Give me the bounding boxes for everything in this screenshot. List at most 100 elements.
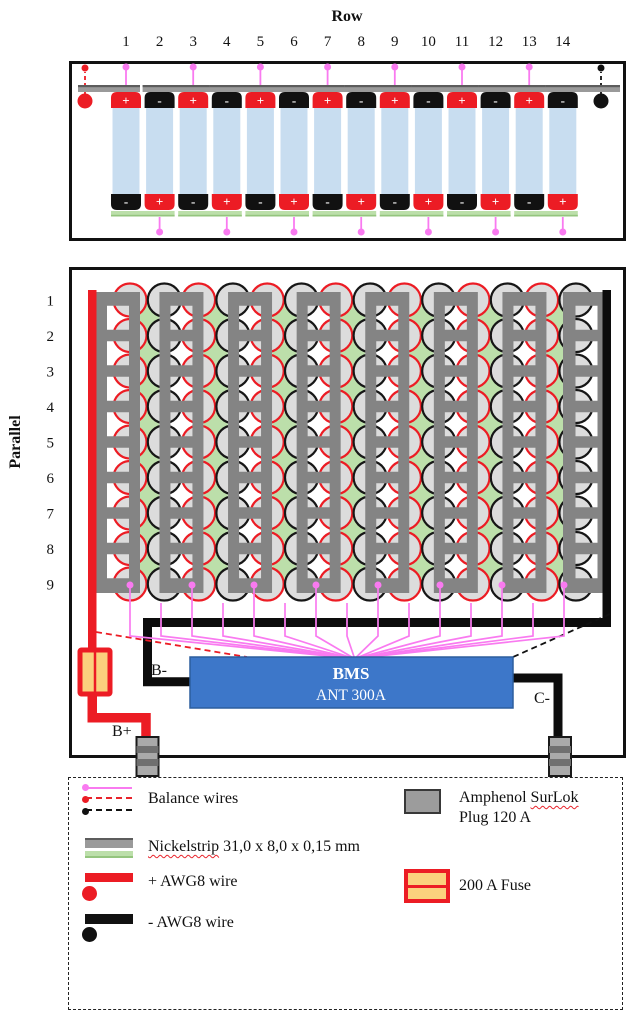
nickel-strip-ladder	[502, 292, 547, 593]
balance-wire-pack-dot	[312, 581, 320, 589]
plug-band	[549, 759, 571, 766]
balance-wire-to-bms	[346, 603, 355, 658]
row-number-label: 13	[522, 34, 537, 50]
nickel-strip-top	[277, 85, 345, 92]
nickel-strip-ladder	[228, 292, 273, 593]
nickel-strip-ladder	[96, 292, 140, 593]
cell-bottom-terminal-sign: -	[258, 194, 262, 209]
row-number-label: 7	[324, 34, 332, 50]
cell-body	[280, 108, 308, 194]
diagram-labels: Row Parallel BMS ANT 300A B- B+ C-	[7, 8, 550, 740]
cell-bottom-terminal	[413, 194, 444, 210]
nickel-strip-ladder	[159, 292, 204, 593]
row-number-label: 11	[455, 34, 469, 50]
bms-box	[189, 656, 514, 709]
cell-body	[414, 108, 442, 194]
balance-wire-bottom-dot	[223, 228, 231, 236]
balance-wire-pack-dot	[436, 581, 444, 589]
balance-wire-pack-dot	[498, 581, 506, 589]
cell-top-terminal-sign: +	[324, 93, 331, 108]
cell-top-terminal-sign: +	[391, 93, 398, 108]
cell-top-terminal	[111, 92, 141, 108]
nickel-strip-ladder	[563, 292, 610, 593]
cell-top-terminal-sign: -	[426, 93, 430, 108]
balance-wire-to-bms	[370, 585, 565, 658]
c-minus-wire	[513, 673, 563, 738]
row-number-label: 5	[257, 34, 265, 50]
nickel-strip-bottom-green-edge	[379, 214, 444, 217]
balance-wire-to-bms	[253, 585, 348, 658]
balance-wire-pack-dot	[374, 581, 382, 589]
amphenol-text: Amphenol	[459, 789, 531, 806]
plug-band	[136, 746, 159, 753]
awg8-positive-label: + AWG8 wire	[148, 873, 238, 890]
balance-wire-to-bms	[365, 585, 503, 658]
cell-body	[347, 108, 375, 194]
c-minus-label: C-	[534, 690, 550, 707]
cell-body	[314, 108, 342, 194]
balance-wire-bottom-dot	[492, 228, 500, 236]
cell-top-terminal	[547, 92, 578, 108]
nickel-strip-bottom-green	[245, 211, 309, 217]
b-plus-terminal-circle	[77, 93, 93, 109]
cell-bottom-terminal	[144, 194, 175, 210]
balance-black-dashed-line	[86, 809, 132, 811]
cell-bottom-terminal	[547, 194, 578, 210]
cell-top-terminal-sign: +	[189, 93, 196, 108]
nickel-strip-bottom-green	[379, 211, 444, 217]
row-number-label: 12	[488, 34, 503, 50]
awg8-negative-dot	[82, 927, 97, 942]
cell-top-terminal	[144, 92, 175, 108]
nickel-strip-bottom-green	[111, 211, 175, 217]
balance-wire-to-bms	[358, 603, 410, 658]
cell-bottom-terminal	[211, 194, 242, 210]
cell-bottom-terminal-sign: -	[191, 194, 195, 209]
balance-wire-pack-dot	[188, 581, 196, 589]
nickel-strip-top-edge	[344, 85, 412, 88]
row-number-label: 6	[290, 34, 298, 50]
nickel-strip-bottom-green-edge	[312, 214, 377, 217]
nickelstrip-label: Nickelstrip 31,0 x 8,0 x 0,15 mm	[148, 837, 360, 857]
balance-wire-bottom-dot	[290, 228, 298, 236]
cell-bottom-terminal-sign: -	[527, 194, 531, 209]
cell-top-terminal	[346, 92, 377, 108]
cell-bottom-terminal	[514, 194, 545, 210]
parallel-number-label: 5	[47, 436, 55, 452]
row-number-label: 9	[391, 34, 399, 50]
balance-wire-pack-dot	[560, 581, 568, 589]
cell-bottom-terminal-sign: -	[325, 194, 329, 209]
b-plus-balance-dot	[81, 64, 89, 72]
cell-top-terminal-sign: +	[458, 93, 465, 108]
balance-wire-pack-dot	[250, 581, 258, 589]
cell-top-terminal-sign: +	[525, 93, 532, 108]
surlok-plug-swatch	[404, 789, 441, 814]
cell-bottom-terminal-sign: -	[393, 194, 397, 209]
balance-wire-top-dot	[122, 63, 130, 71]
nickel-strip-top	[545, 85, 620, 92]
balance-wire-top-dot	[189, 63, 197, 71]
balance-wire-to-bms	[284, 603, 350, 658]
nickel-strip-top-edge	[142, 85, 211, 88]
row-number-label: 1	[122, 34, 130, 50]
cell-top-terminal	[178, 92, 209, 108]
plug-band	[136, 759, 159, 766]
awg8-positive-dot	[82, 886, 97, 901]
fuse-label: 200 A Fuse	[459, 877, 532, 894]
balance-wire-top-dot	[324, 63, 332, 71]
parallel-number-label: 2	[47, 329, 55, 345]
balance-wire-top-dot	[256, 63, 264, 71]
awg8-negative-wire-swatch	[85, 914, 133, 924]
surlok-plug-label-line2: Plug 120 A	[459, 809, 532, 826]
cell-bottom-terminal	[245, 194, 276, 210]
parallel-number-label: 7	[47, 507, 55, 523]
cell-top-terminal-sign: +	[122, 93, 129, 108]
parallel-number-label: 4	[47, 400, 55, 416]
surlok-word: SurLok	[530, 789, 579, 806]
nickel-strip-top-edge	[277, 85, 345, 88]
nickelstrip-green-bar	[85, 851, 133, 858]
nickelstrip-word: Nickelstrip	[148, 838, 220, 855]
row-number-label: 10	[421, 34, 436, 50]
nickel-strip-bottom-green	[178, 211, 242, 217]
balance-red-dot	[82, 796, 89, 803]
